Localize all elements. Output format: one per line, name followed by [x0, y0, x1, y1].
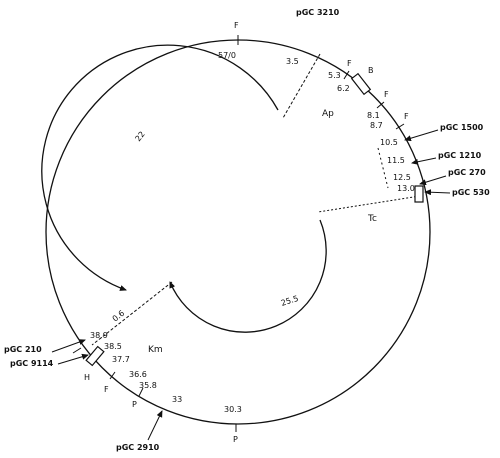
- arc-label-0-6: 0.6: [111, 309, 127, 324]
- coord-12-5: 12.5: [393, 173, 411, 182]
- coord-3-5: 3.5: [286, 57, 299, 66]
- plasmid-label-pgc530: pGC 530: [452, 188, 490, 197]
- plasmid-label-pgc1500: pGC 1500: [440, 123, 484, 132]
- site-h: H: [84, 373, 90, 382]
- coord-30-3: 30.3: [224, 405, 242, 414]
- inner-arc-22: [41, 44, 279, 291]
- coord-6-2: 6.2: [337, 84, 350, 93]
- arrow-pgc1500: [404, 129, 439, 142]
- arrow-pgc9114: [57, 353, 89, 365]
- coord-37-7: 37.7: [112, 355, 130, 364]
- arrow-pgc530: [424, 189, 451, 196]
- site-p-30-3: P: [233, 435, 238, 444]
- coord-38-5: 38.5: [104, 342, 122, 351]
- inner-arc-25-5: [169, 219, 327, 333]
- coord-36-6: 36.6: [129, 370, 147, 379]
- dashed-3210: [282, 53, 321, 119]
- box-13: [414, 185, 424, 203]
- site-f-top: F: [234, 21, 239, 30]
- arrow-pgc210: [51, 339, 86, 353]
- coord-13-0: 13.0: [397, 184, 415, 193]
- site-f-8-1: F: [384, 90, 389, 99]
- box-38: [85, 345, 105, 367]
- site-b: B: [368, 66, 374, 75]
- plasmid-label-pgc270: pGC 270: [448, 168, 486, 177]
- arrow-pgc270: [419, 175, 447, 186]
- box-b: [350, 72, 372, 96]
- dashed-0-6: [91, 281, 173, 346]
- site-f-5-3: F: [347, 59, 352, 68]
- dashed-tc: [317, 195, 421, 213]
- coord-33: 33: [172, 395, 182, 404]
- plasmid-label-pgc1210: pGC 1210: [438, 151, 482, 160]
- resistance-km: Km: [148, 345, 163, 355]
- site-f-36-6: F: [104, 385, 109, 394]
- coord-5-3: 5.3: [328, 71, 341, 80]
- plasmid-label-pgc210: pGC 210: [4, 345, 42, 354]
- resistance-tc: Tc: [367, 214, 377, 224]
- plasmid-label-pgc9114: pGC 9114: [10, 359, 54, 368]
- plasmid-label-pgc2910: pGC 2910: [116, 443, 160, 452]
- coord-38-9: 38.9: [90, 331, 108, 340]
- resistance-ap: Ap: [322, 109, 334, 119]
- site-ticks: [72, 35, 405, 432]
- dashed-right: [377, 147, 389, 189]
- coord-10-5: 10.5: [380, 138, 398, 147]
- site-p-35-8: P: [132, 400, 137, 409]
- arc-label-25-5: 25.5: [280, 294, 300, 308]
- plasmid-label-pgc3210: pGC 3210: [296, 8, 340, 17]
- coord-11-5: 11.5: [387, 156, 405, 165]
- outer-circle: [45, 39, 431, 425]
- coord-8-1: 8.1: [367, 111, 380, 120]
- coord-35-8: 35.8: [139, 381, 157, 390]
- arc-label-22: 22: [133, 130, 146, 144]
- site-f-8-7: F: [404, 112, 409, 121]
- arrow-pgc2910: [147, 410, 163, 441]
- arrow-pgc1210: [411, 157, 437, 165]
- coord-57-0: 57/0: [218, 51, 236, 60]
- coord-8-7: 8.7: [370, 121, 383, 130]
